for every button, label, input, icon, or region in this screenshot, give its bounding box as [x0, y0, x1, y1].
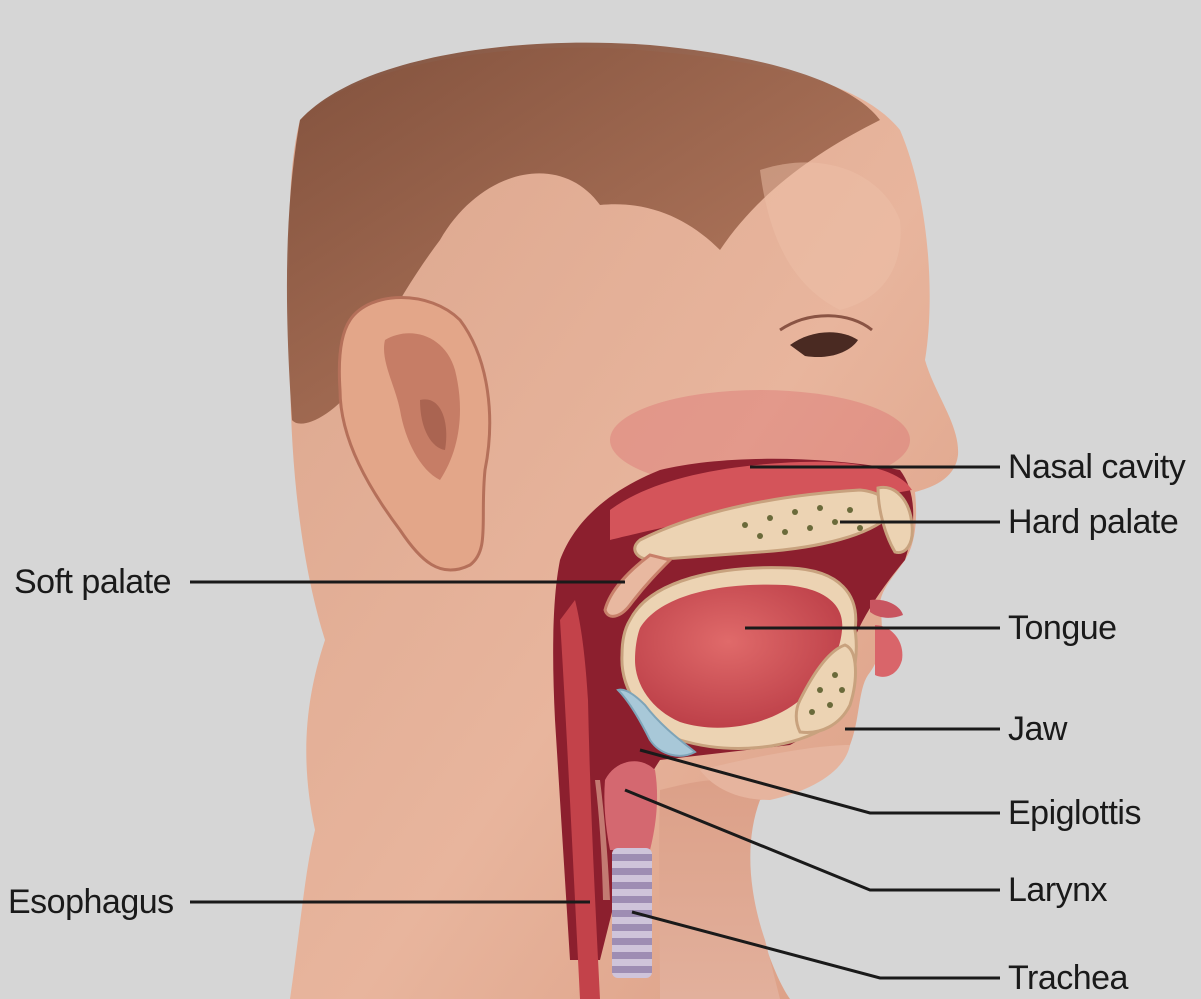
- label-jaw: Jaw: [1008, 712, 1067, 746]
- label-tongue: Tongue: [1008, 611, 1117, 645]
- label-epiglottis: Epiglottis: [1008, 796, 1141, 830]
- label-larynx: Larynx: [1008, 873, 1107, 907]
- label-trachea: Trachea: [1008, 961, 1128, 995]
- larynx: [604, 761, 657, 850]
- label-esophagus: Esophagus: [8, 885, 174, 919]
- label-soft-palate: Soft palate: [14, 565, 171, 599]
- label-hard-palate: Hard palate: [1008, 505, 1178, 539]
- label-nasal-cavity: Nasal cavity: [1008, 450, 1185, 484]
